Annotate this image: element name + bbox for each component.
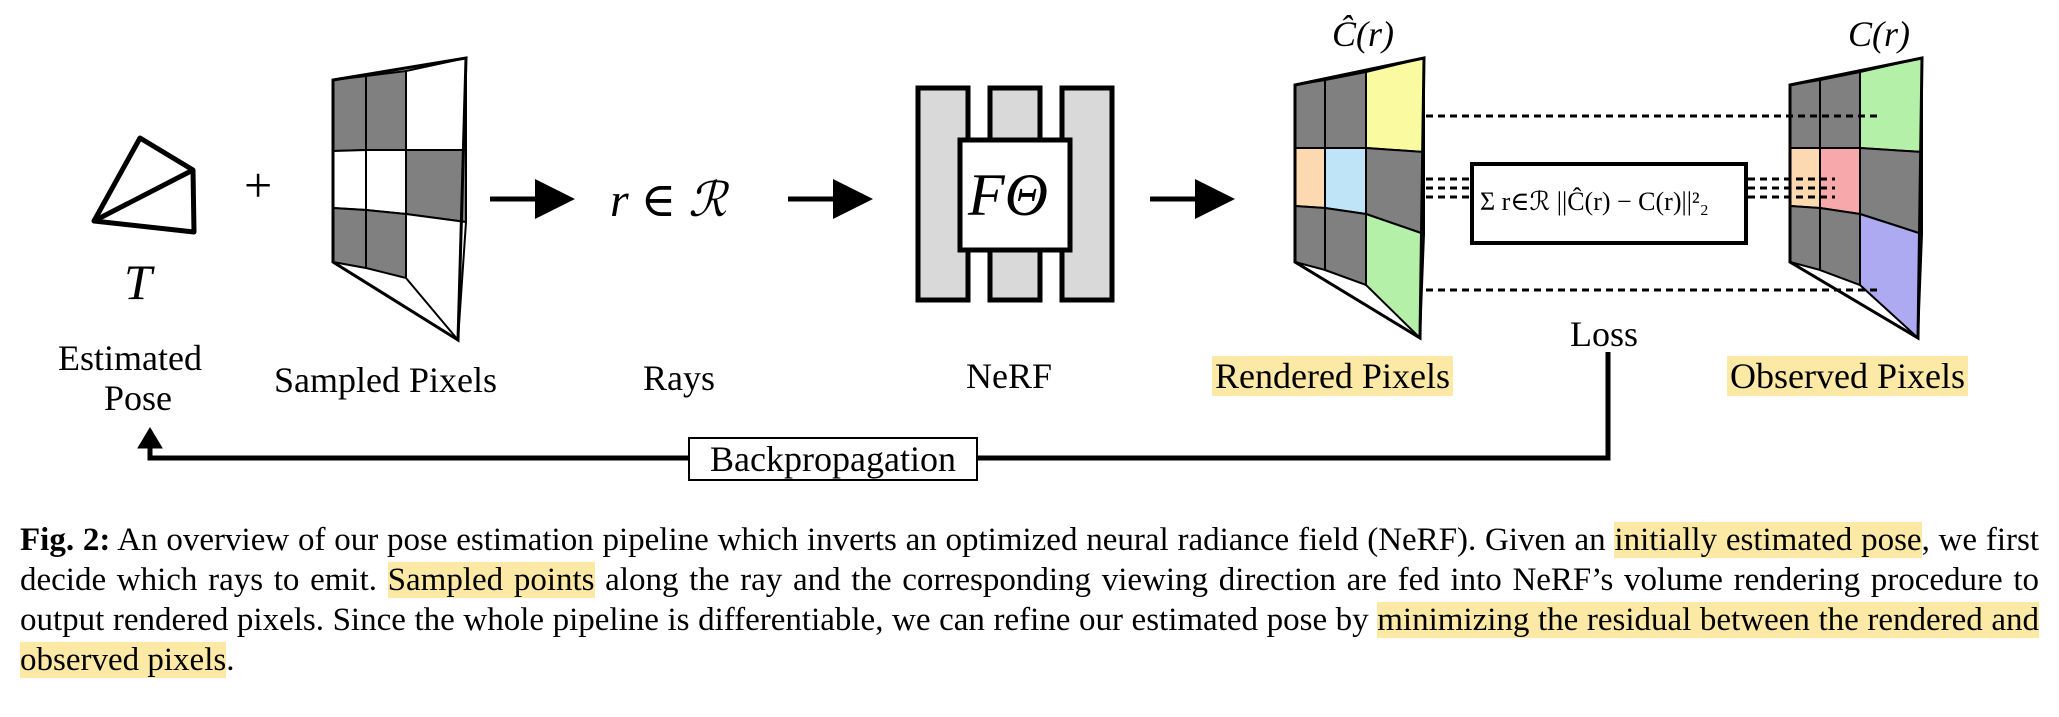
pose-label-line1: Estimated <box>58 338 202 378</box>
observed-label-text: Observed Pixels <box>1727 356 1968 396</box>
caption-highlight-2: Sampled points <box>387 562 595 598</box>
rendered-math: Ĉ(r) <box>1332 14 1394 54</box>
observed-label: Observed Pixels <box>1727 356 1968 396</box>
pose-symbol: T <box>124 254 152 310</box>
observed-math: C(r) <box>1848 14 1910 54</box>
caption-part1: An overview of our pose estimation pipel… <box>110 522 1615 558</box>
observed-pixels-grid <box>1788 56 1924 341</box>
nerf-math: FΘ <box>968 162 1048 228</box>
loss-formula: Σ r∈ℛ ||Ĉ(r) − C(r)||²₂ <box>1480 187 1709 216</box>
camera-pose-icon <box>91 135 197 235</box>
nerf-label: NeRF <box>966 356 1053 396</box>
pose-label-line2: Pose <box>104 378 173 418</box>
correspondence-lines <box>1426 114 1880 292</box>
nerf-network-block <box>915 85 1115 303</box>
rays-label: Rays <box>643 358 715 398</box>
plus-sign: + <box>244 157 273 213</box>
pipeline-diagram <box>91 56 1924 461</box>
fig-label: Fig. 2: <box>20 522 111 558</box>
loss-box <box>1470 162 1748 245</box>
rays-math: r ∈ ℛ <box>610 174 727 227</box>
sampled-pixels-grid <box>331 56 468 343</box>
backpropagation-label: Backpropagation <box>688 437 978 481</box>
figure-caption: Fig. 2: An overview of our pose estimati… <box>20 520 2039 680</box>
rendered-pixels-grid <box>1293 56 1426 341</box>
rendered-label: Rendered Pixels <box>1212 356 1453 396</box>
caption-part4: . <box>226 642 235 678</box>
caption-highlight-1: initially estimated pose <box>1614 522 1922 558</box>
loss-label: Loss <box>1570 314 1639 354</box>
caption-part3: along the ray and the corresponding view… <box>20 562 2039 638</box>
sampled-pixels-label: Sampled Pixels <box>274 360 497 400</box>
rendered-label-text: Rendered Pixels <box>1212 356 1453 396</box>
caption-part2: , we first decide which rays to emit. <box>20 522 2039 598</box>
